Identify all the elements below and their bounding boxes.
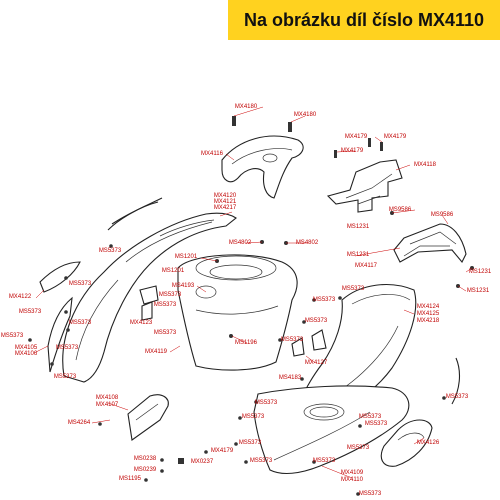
- part-label-ms5373-j: MS5373: [154, 330, 177, 336]
- part-label-mx4179-d: MX4179: [211, 448, 234, 454]
- part-label-ms5373-x: MS5373: [359, 491, 382, 497]
- part-label-mx4117: MX4117: [355, 263, 378, 269]
- part-label-ms5373-m: MS5373: [56, 345, 79, 351]
- part-label-ms4193: MS4193: [172, 283, 195, 289]
- part-label-mx4179-b: MX4179: [384, 134, 407, 140]
- right-rack-part: [390, 211, 474, 288]
- part-label-mx4116: MX4116: [201, 151, 224, 157]
- part-label-ms5373-b: MS5373: [69, 281, 92, 287]
- part-label-mx4217: MX4217: [214, 205, 237, 211]
- part-label-ms5373-i: MS5373: [305, 318, 328, 324]
- part-label-ms5373-f: MS5373: [154, 302, 177, 308]
- part-label-ms5373-p: MS5373: [446, 394, 469, 400]
- part-label-ms5373-u: MS5373: [347, 445, 370, 451]
- left-trim-part: [39, 197, 163, 293]
- part-label-ms5373-a: MS5373: [99, 248, 122, 254]
- part-label-ms5373-w: MS5373: [313, 458, 336, 464]
- part-label-mx4105: MX4105: [15, 345, 38, 351]
- part-label-ms4802-a: MS4802: [229, 240, 252, 246]
- left-body-panel-part: [62, 212, 237, 383]
- part-label-ms5373-h: MS5373: [69, 320, 92, 326]
- part-label-ms0239: MS0239: [134, 467, 157, 473]
- part-label-ms5373-g: MS5373: [19, 309, 42, 315]
- floor-panel-part: [127, 394, 169, 441]
- part-label-ms5373-d: MS5373: [342, 286, 365, 292]
- part-label-ms4802-b: MS4802: [296, 240, 319, 246]
- part-label-ms0238: MS0238: [134, 456, 157, 462]
- part-label-mx4120: MX4120: [214, 193, 237, 199]
- part-label-mx4109: MX4109: [341, 470, 364, 476]
- part-label-mx4126: MX4126: [417, 440, 440, 446]
- part-label-mx4218: MX4218: [417, 318, 440, 324]
- lower-long-cover-part: [253, 385, 410, 475]
- part-label-mx4122: MX4122: [9, 294, 32, 300]
- leader-lines: [35, 106, 473, 479]
- part-label-ms1231-a: MS1231: [347, 224, 370, 230]
- part-label-mx4127: MX4127: [305, 360, 328, 366]
- part-label-ms9586-b: MS9586: [431, 212, 454, 218]
- part-label-mx4123: MX4123: [130, 320, 153, 326]
- part-label-ms1201-b: MS1201: [162, 268, 185, 274]
- part-label-ms1196: MS1196: [235, 340, 258, 346]
- part-label-mx4119: MX4119: [145, 349, 168, 355]
- part-label-mx4125: MX4125: [417, 311, 440, 317]
- part-label-ms1231-c: MS1231: [469, 269, 492, 275]
- banner-title: Na obrázku díl číslo MX4110: [243, 9, 485, 30]
- part-label-ms5373-n: MS5373: [54, 374, 77, 380]
- part-label-mx4180-a: MX4180: [235, 104, 258, 110]
- part-label-ms5373-c: MS5373: [159, 292, 182, 298]
- part-label-mx4107: MX4107: [96, 402, 119, 408]
- part-label-mx4121: MX4121: [214, 199, 237, 205]
- part-label-ms5373-q: MS5373: [242, 414, 265, 420]
- bracket-part: [326, 138, 403, 213]
- fastener-marks: [28, 244, 446, 496]
- part-label-ms5373-t: MS5373: [239, 440, 262, 446]
- part-label-ms5373-e: MS5373: [313, 297, 336, 303]
- part-label-ms5373-k: MS5373: [1, 333, 24, 339]
- part-label-ms9586-a: MS9586: [389, 207, 412, 213]
- title-banner: Na obrázku díl číslo MX4110: [228, 0, 500, 40]
- rear-carrier-part: [221, 116, 304, 199]
- part-label-ms5373-o: MS5373: [255, 400, 278, 406]
- part-label-mx4108: MX4108: [96, 395, 119, 401]
- part-label-mx4106: MX4106: [15, 351, 38, 357]
- part-label-ms5373-l: MS5373: [281, 337, 304, 343]
- clip-parts: [139, 285, 327, 357]
- part-label-ms4183: MS4183: [279, 375, 302, 381]
- part-label-mx4110: MX4110: [341, 477, 364, 483]
- part-label-mx4179-c: MX4179: [341, 148, 364, 154]
- part-label-mx4180-b: MX4180: [294, 112, 317, 118]
- part-label-ms1231-b: MS1231: [347, 252, 370, 258]
- part-label-ms5373-r: MS5373: [359, 414, 382, 420]
- part-label-ms5373-s: MS5373: [365, 421, 388, 427]
- part-label-mx4124: MX4124: [417, 304, 440, 310]
- side-strip-part: [47, 296, 73, 373]
- part-label-ms1195: MS1195: [119, 476, 142, 482]
- part-label-mx4179-a: MX4179: [345, 134, 368, 140]
- part-label-ms4264: MS4264: [68, 420, 91, 426]
- rear-trim-part: [380, 357, 461, 467]
- storage-box-part: [177, 240, 298, 371]
- part-label-ms5373-v: MS5373: [250, 458, 273, 464]
- part-label-mx0237: MX0237: [191, 459, 214, 465]
- part-label-ms1201-a: MS1201: [175, 254, 198, 260]
- part-label-ms1231-d: MS1231: [467, 288, 490, 294]
- part-label-mx4118: MX4118: [414, 162, 437, 168]
